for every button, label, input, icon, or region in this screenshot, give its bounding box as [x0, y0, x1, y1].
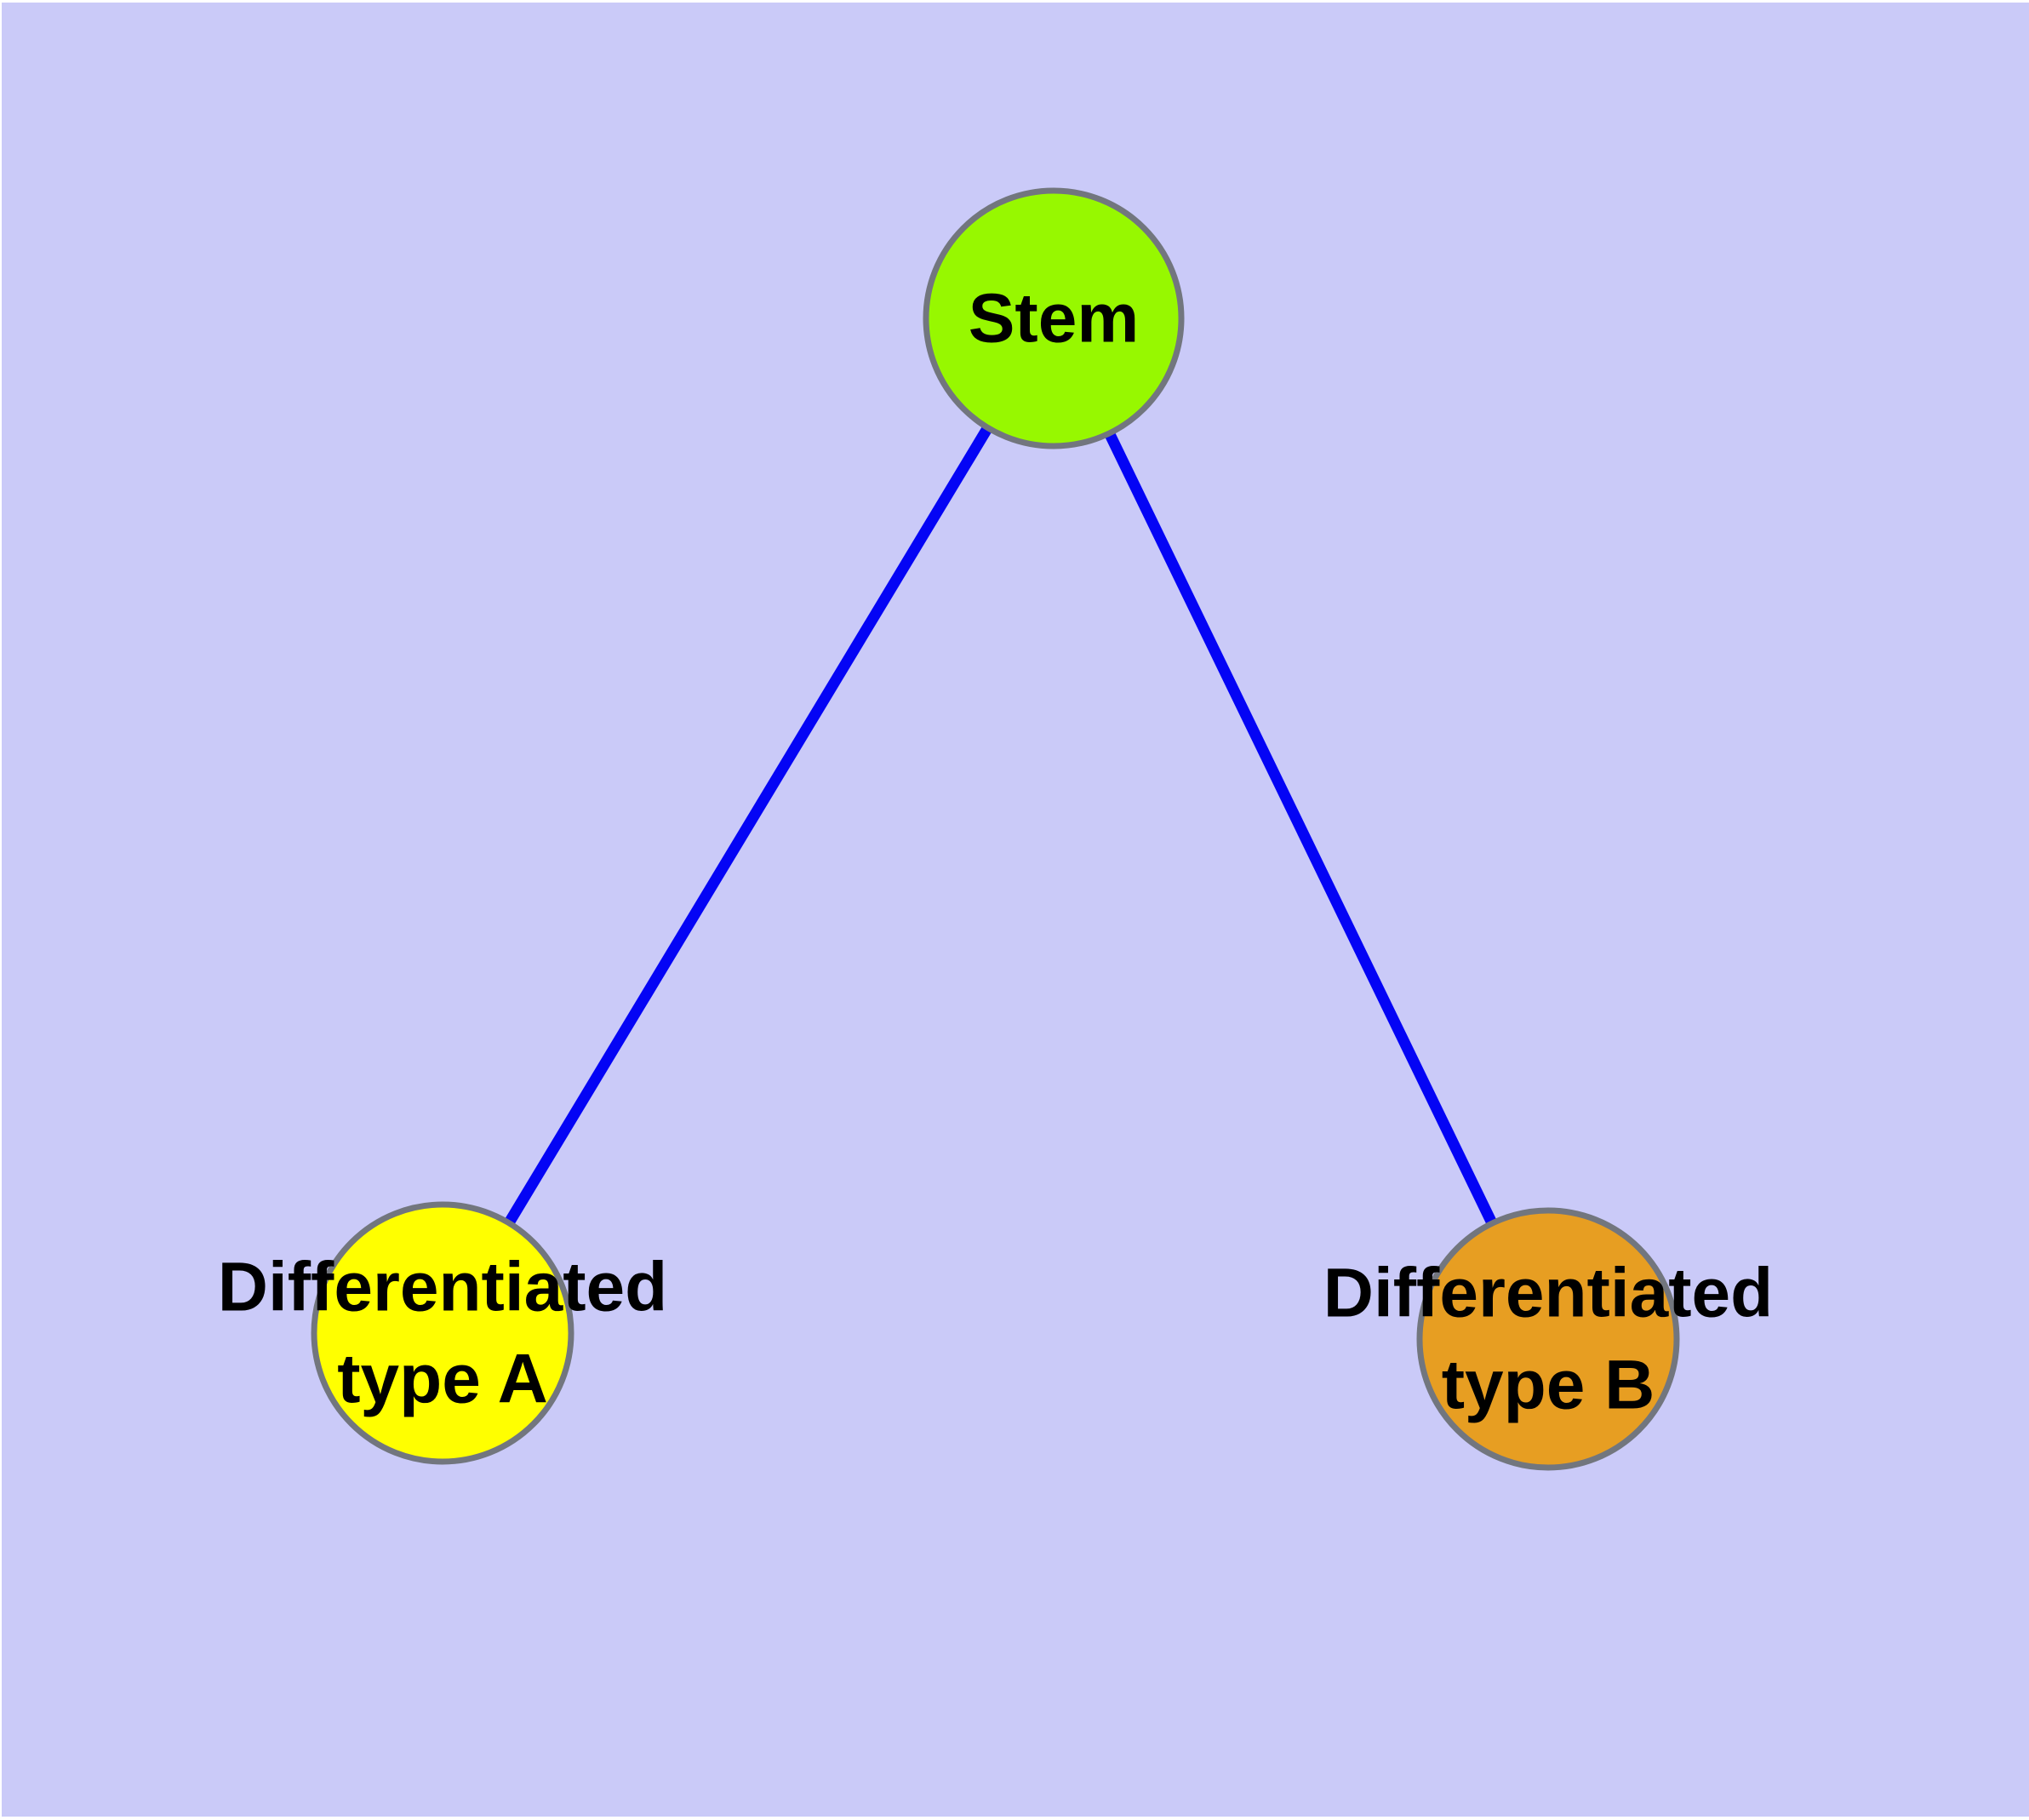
node-differentiated-type-b[interactable]	[1416, 1207, 1680, 1471]
node-type-b-label-line2: type B	[1442, 1347, 1655, 1424]
edge-stem-to-type-b	[1049, 316, 1553, 1342]
node-stem-label: Stem	[969, 280, 1140, 358]
node-type-b-label-line1: Differentiated	[1323, 1255, 1774, 1332]
node-differentiated-type-a[interactable]	[311, 1201, 574, 1465]
node-type-a-label-line2: type A	[337, 1341, 548, 1418]
node-stem[interactable]	[923, 187, 1185, 449]
node-type-a-label-line1: Differentiated	[218, 1249, 668, 1326]
edge-stem-to-type-a	[437, 315, 1059, 1336]
